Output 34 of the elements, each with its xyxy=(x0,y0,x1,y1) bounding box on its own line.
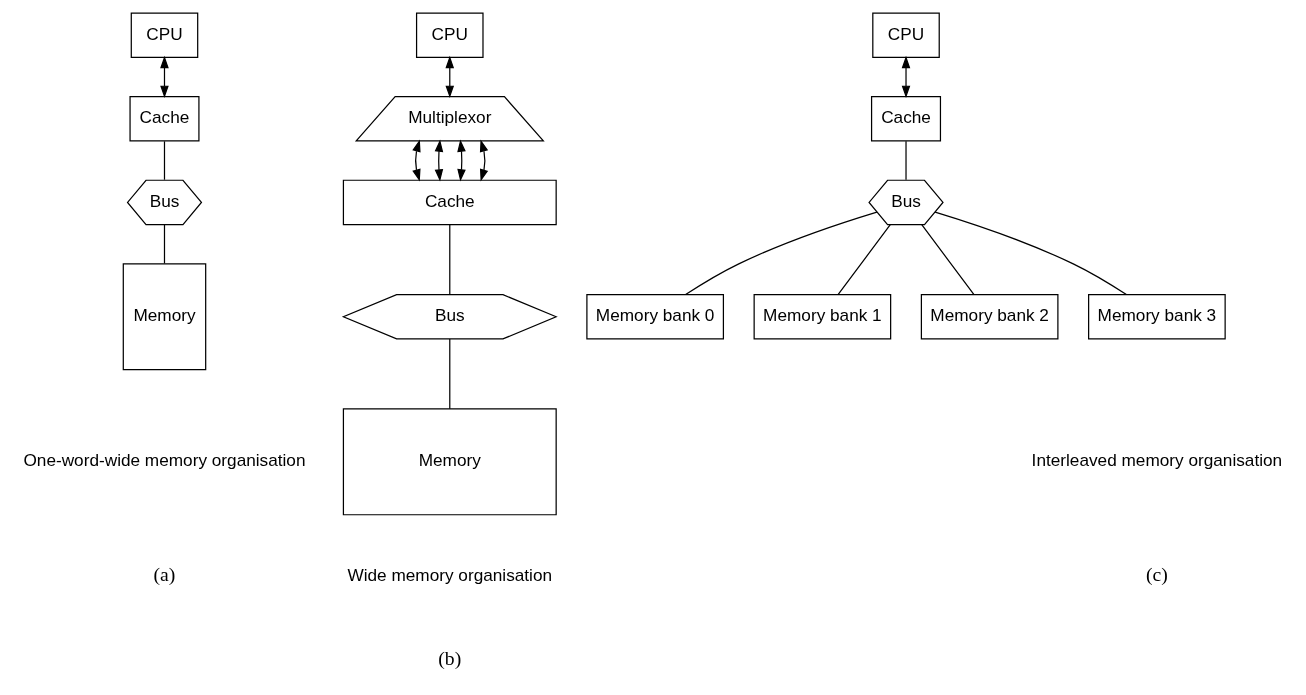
node-box: Cache xyxy=(342,179,557,226)
label: (a) xyxy=(153,562,176,585)
arrow xyxy=(434,139,444,182)
node-box: CPU xyxy=(130,12,199,58)
connector xyxy=(449,224,451,296)
node-box: Memory xyxy=(122,263,207,371)
arrow xyxy=(457,139,466,182)
connector xyxy=(449,338,451,410)
node-box: Memory xyxy=(342,408,557,516)
label: (b) xyxy=(438,646,462,669)
node-box: Memory bank 0 xyxy=(586,294,724,340)
node-box: CPU xyxy=(872,12,940,58)
arrow xyxy=(479,139,489,182)
arrow xyxy=(445,55,455,98)
connector xyxy=(837,224,891,296)
connector xyxy=(934,211,1127,296)
connector xyxy=(921,224,975,296)
node-box: Memory bank 1 xyxy=(753,294,892,340)
label: Interleaved memory organisation xyxy=(1031,450,1283,471)
node-box: CPU xyxy=(415,12,484,58)
connector xyxy=(905,140,907,181)
node-box: Memory bank 3 xyxy=(1088,294,1226,340)
label: (c) xyxy=(1145,562,1168,585)
arrow xyxy=(160,55,169,98)
label: One-word-wide memory organisation xyxy=(23,450,306,471)
connector xyxy=(163,140,166,181)
arrow xyxy=(901,55,911,98)
connector xyxy=(685,211,878,296)
label: Wide memory organisation xyxy=(347,564,553,585)
connector xyxy=(163,224,166,265)
node-box: Memory bank 2 xyxy=(920,294,1059,340)
node-box: Cache xyxy=(129,96,200,142)
arrow xyxy=(412,139,421,182)
node-box: Cache xyxy=(870,96,942,142)
